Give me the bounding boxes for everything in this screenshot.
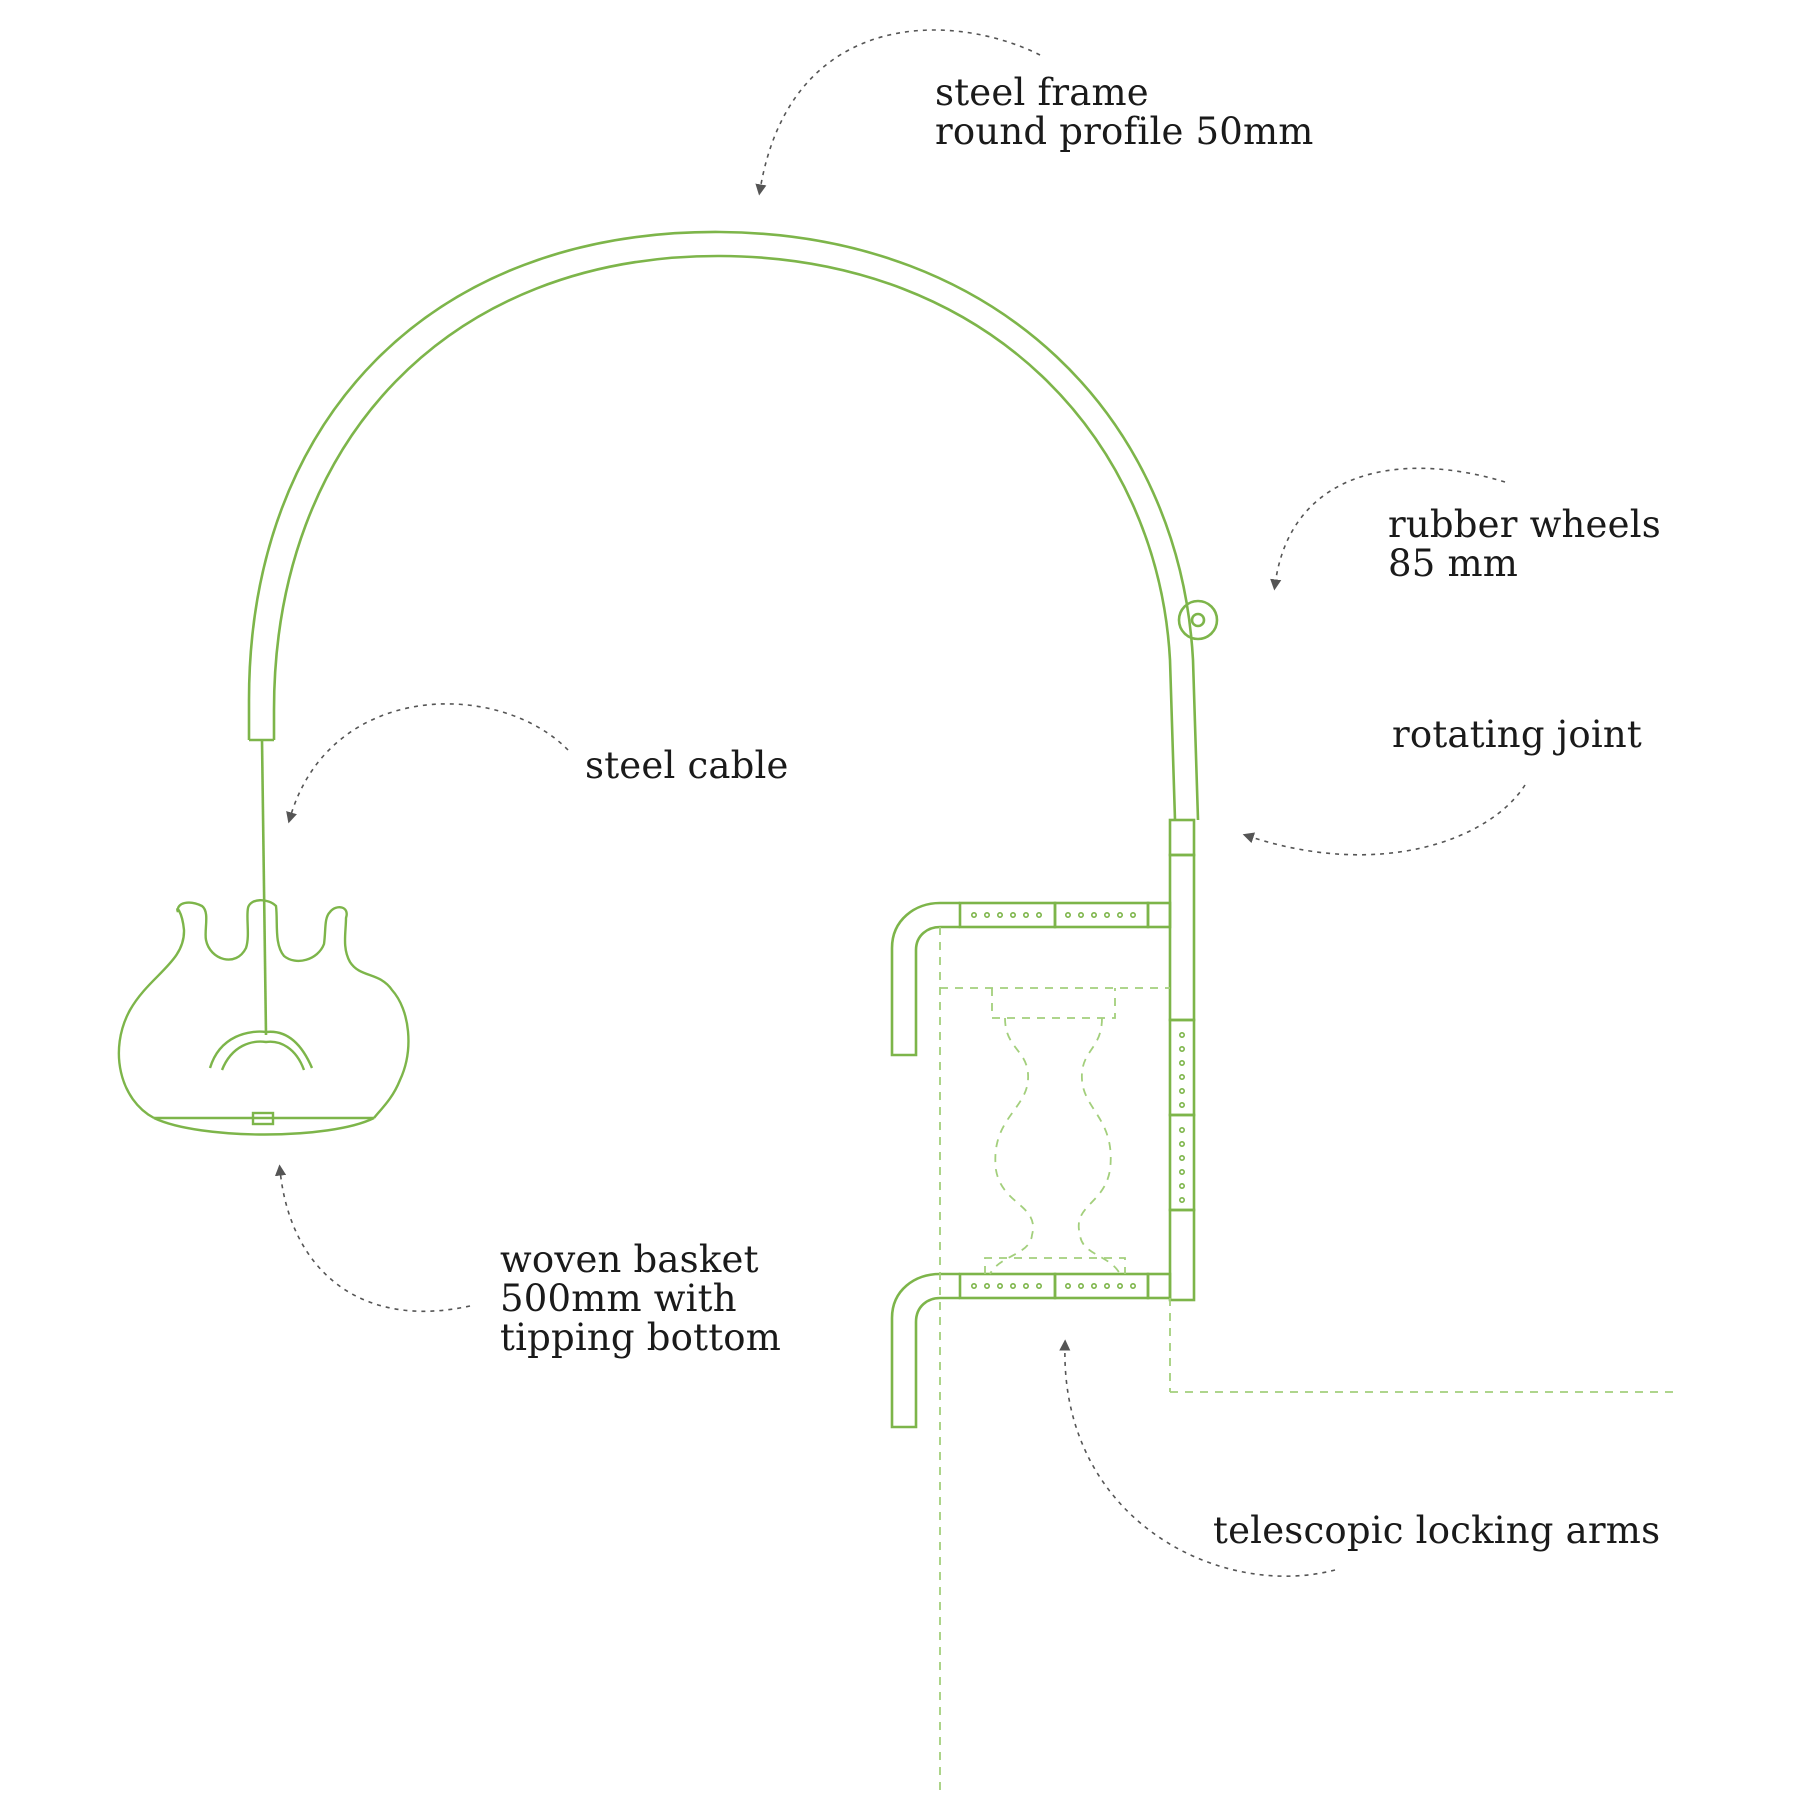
label-woven-basket-line3: tipping bottom <box>500 1316 782 1359</box>
lower-arm-rivets <box>970 1283 1137 1290</box>
dashed-context <box>939 927 1675 1796</box>
label-rotating-joint: rotating joint <box>1392 715 1642 754</box>
mast-rivets <box>1179 1032 1186 1204</box>
label-woven-basket: woven basket 500mm with tipping bottom <box>500 1240 781 1357</box>
arrow-rotating-joint <box>1242 784 1526 856</box>
label-rubber-wheels-line2: 85 mm <box>1388 542 1519 585</box>
arrow-steel-cable <box>286 703 569 824</box>
upper-arm-rivets <box>970 911 1137 918</box>
woven-basket <box>117 899 410 1136</box>
lower-telescopic-arm <box>890 1272 1172 1429</box>
steel-cable <box>260 739 268 1036</box>
label-woven-basket-line1: woven basket <box>500 1238 759 1281</box>
label-steel-cable: steel cable <box>585 746 789 785</box>
label-steel-frame-line1: steel frame <box>935 71 1149 114</box>
rubber-wheel <box>1177 599 1219 641</box>
label-telescopic-arms: telescopic locking arms <box>1213 1511 1660 1550</box>
label-rubber-wheels: rubber wheels 85 mm <box>1388 505 1661 583</box>
annotation-arrows <box>274 29 1526 1577</box>
label-telescopic-arms-line1: telescopic locking arms <box>1213 1509 1661 1552</box>
upper-telescopic-arm <box>890 901 1172 1057</box>
label-rubber-wheels-line1: rubber wheels <box>1388 503 1661 546</box>
label-steel-frame-line2: round profile 50mm <box>935 110 1314 153</box>
arrow-telescopic-arms <box>1059 1339 1336 1577</box>
arrow-woven-basket <box>274 1164 471 1313</box>
label-steel-frame: steel frame round profile 50mm <box>935 73 1314 151</box>
label-rotating-joint-line1: rotating joint <box>1392 713 1642 756</box>
vertical-mast <box>1168 818 1196 1302</box>
steel-frame <box>247 230 1200 821</box>
label-woven-basket-line2: 500mm with <box>500 1277 737 1320</box>
label-steel-cable-line1: steel cable <box>585 744 789 787</box>
